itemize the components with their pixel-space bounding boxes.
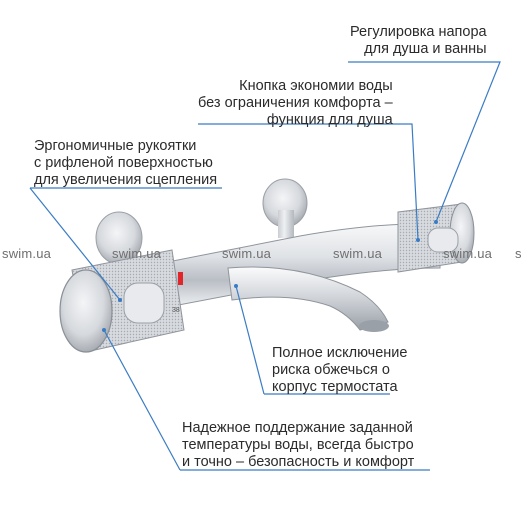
watermark: swim.ua (443, 246, 493, 261)
watermark: swim.ua (2, 246, 52, 261)
callout-line: Полное исключение (272, 345, 408, 361)
callout-no-burn: Полное исключение риска обжечься о корпу… (272, 345, 407, 396)
callout-line: температуры воды, всегда быстро (182, 437, 414, 453)
callout-ergonomic: Эргономичные рукоятки с рифленой поверхн… (34, 138, 217, 189)
callout-water-saving: Кнопка экономии воды без ограничения ком… (198, 78, 393, 129)
callout-line: Кнопка экономии воды (239, 78, 393, 94)
callout-line: для увеличения сцепления (34, 172, 218, 188)
callout-line: функция для душа (266, 112, 393, 128)
callout-reliable: Надежное поддержание заданной температур… (182, 420, 414, 471)
callout-line: с рифленой поверхностью (34, 155, 213, 171)
callout-line: Надежное поддержание заданной (182, 420, 413, 436)
watermark: swim.ua (222, 246, 272, 261)
callout-line: и точно – безопасность и комфорт (182, 454, 415, 470)
callout-line: для душа и ванны (364, 41, 487, 57)
watermark: s (515, 246, 522, 261)
callout-line: Регулировка напора (350, 24, 487, 40)
watermark: swim.ua (112, 246, 162, 261)
callout-line: Эргономичные рукоятки (34, 138, 197, 154)
watermark: swim.ua (333, 246, 383, 261)
callout-line: без ограничения комфорта – (198, 95, 393, 111)
callout-line: риска обжечься о (272, 362, 390, 378)
callout-pressure: Регулировка напора для душа и ванны (350, 24, 487, 58)
callout-line: корпус термостата (272, 379, 398, 395)
svg-text:38: 38 (172, 307, 180, 314)
